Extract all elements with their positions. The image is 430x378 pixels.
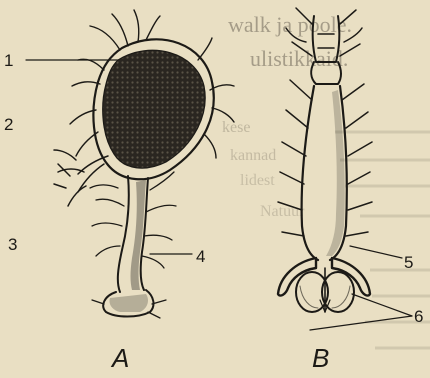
- bleed-line-4: kannad: [230, 147, 276, 164]
- panel-label-b: B: [312, 343, 329, 373]
- leader-line-5: [350, 246, 402, 258]
- panel-label-a: A: [110, 343, 129, 373]
- compound-eye: [103, 50, 205, 168]
- bleed-line-2: ulistikkaid.: [250, 46, 348, 71]
- callout-5: 5: [404, 253, 413, 272]
- callout-2: 2: [4, 115, 13, 134]
- callout-6: 6: [414, 307, 423, 326]
- bleed-line-6: Natuur: [260, 203, 305, 220]
- panel-labels: A B: [110, 343, 329, 373]
- callout-1: 1: [4, 51, 13, 70]
- bleed-line-5: lidest: [240, 172, 275, 189]
- callout-3: 3: [8, 235, 17, 254]
- bleed-line-3: kese: [222, 119, 250, 136]
- drawing-a: [54, 10, 234, 318]
- callout-4: 4: [196, 247, 205, 266]
